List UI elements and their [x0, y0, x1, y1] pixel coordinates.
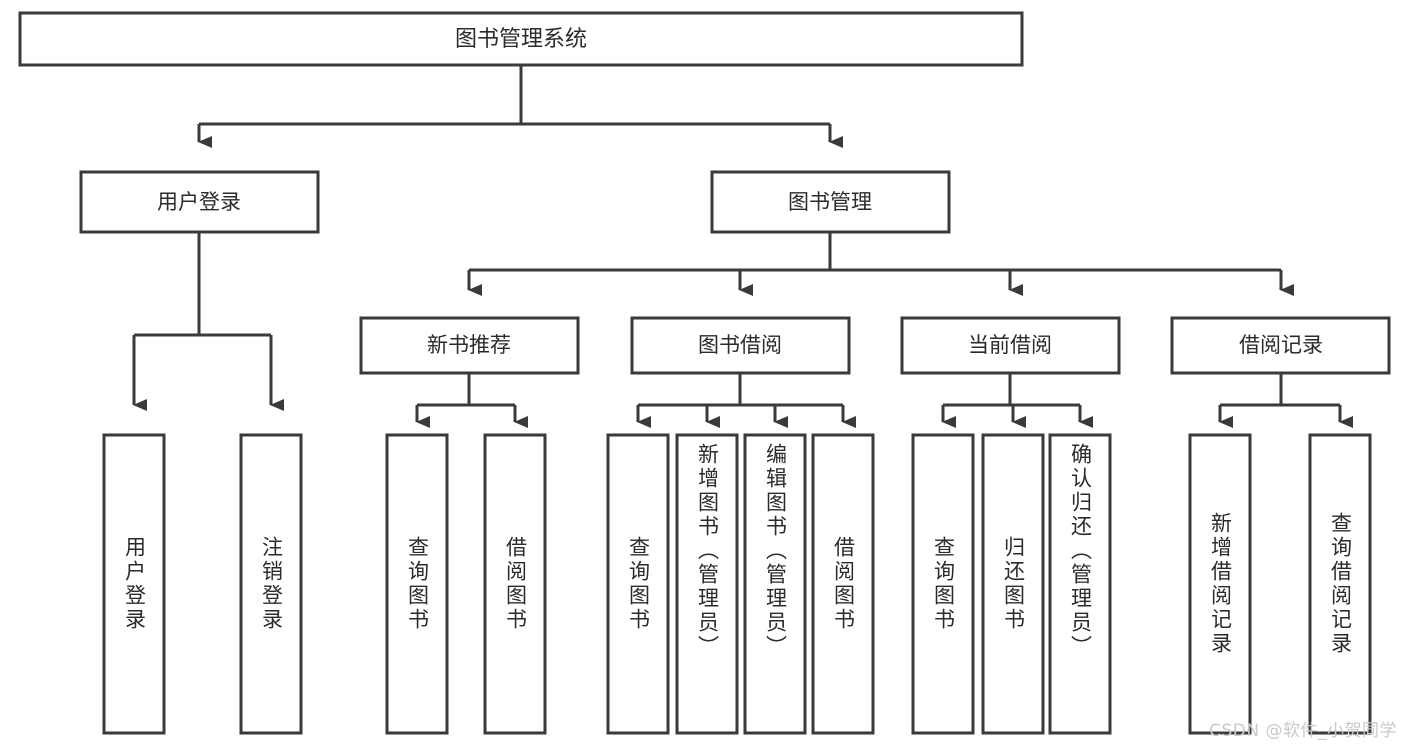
leaf-box-edit-book-admin[interactable] — [743, 433, 807, 735]
node-borrow-records[interactable]: 借阅记录 — [1170, 316, 1391, 375]
leaf-box-add-record[interactable] — [1188, 433, 1252, 735]
leaf-box-query-book-2[interactable] — [606, 433, 670, 735]
node-book-borrow[interactable]: 图书借阅 — [630, 316, 851, 375]
leaf-box-layer — [102, 433, 1372, 735]
leaf-box-borrow-book-1[interactable] — [483, 433, 547, 735]
leaf-box-query-book-3[interactable] — [911, 433, 975, 735]
node-new-book-recommend[interactable]: 新书推荐 — [359, 316, 580, 375]
leaf-box-return-book[interactable] — [981, 433, 1045, 735]
leaf-box-user-login[interactable] — [102, 433, 166, 735]
watermark-text: CSDN @软件_小贺同学 — [1209, 721, 1397, 741]
node-book-borrow-label: 图书借阅 — [698, 333, 782, 357]
leaf-box-borrow-book-2[interactable] — [811, 433, 875, 735]
node-borrow-records-label: 借阅记录 — [1239, 333, 1323, 357]
leaf-box-confirm-return[interactable] — [1048, 433, 1112, 735]
leaf-box-query-book-1[interactable] — [385, 433, 449, 735]
node-current-borrow-label: 当前借阅 — [968, 333, 1052, 357]
node-new-book-recommend-label: 新书推荐 — [427, 333, 511, 357]
node-user-login-label: 用户登录 — [157, 190, 241, 214]
node-book-management[interactable]: 图书管理 — [710, 170, 951, 234]
leaf-box-logout[interactable] — [239, 433, 303, 735]
node-current-borrow[interactable]: 当前借阅 — [900, 316, 1121, 375]
leaf-box-query-record[interactable] — [1308, 433, 1372, 735]
node-book-management-label: 图书管理 — [788, 190, 872, 214]
node-root-label: 图书管理系统 — [455, 27, 587, 52]
connector-layer — [132, 65, 1353, 428]
leaf-box-add-book-admin[interactable] — [675, 433, 739, 735]
node-user-login[interactable]: 用户登录 — [79, 170, 320, 234]
node-root-system[interactable]: 图书管理系统 — [18, 11, 1024, 67]
